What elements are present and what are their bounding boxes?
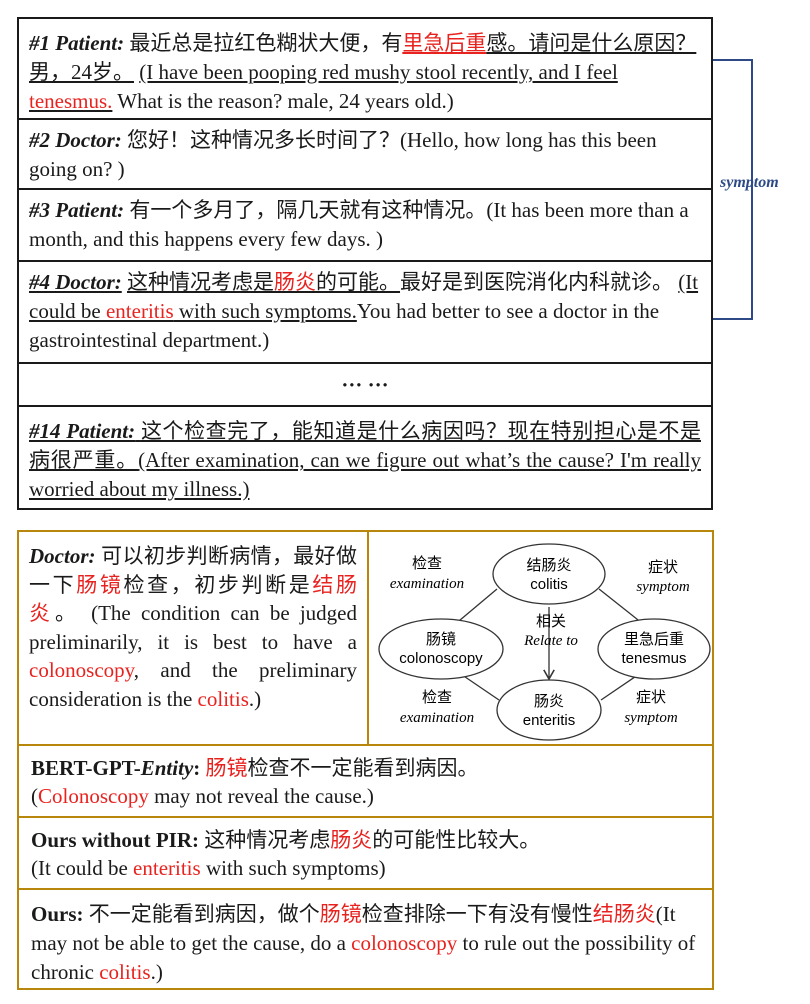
result-text-zh: 这种情况考虑 [204, 828, 331, 852]
svg-text:肠炎: 肠炎 [534, 693, 564, 710]
edge-label-exam-top: 检查 examination [390, 555, 464, 592]
turn-text-zh: 这种情况考虑是肠炎的可能。 [127, 270, 400, 294]
svg-text:检查: 检查 [422, 689, 452, 706]
entity-colitis-zh: 结肠炎 [29, 572, 358, 626]
edge-label-symptom-bottom: 症状 symptom [624, 689, 677, 726]
symptom-bracket-label: symptom [720, 174, 779, 191]
turn-text-zh: 这个检查完了，能知道是什么病因吗？现在特别担心是不是病很严重。 [29, 419, 701, 472]
entity-colitis-zh: 结肠炎 [592, 902, 656, 926]
turn-text-en: (It has been more than a month, and this… [29, 198, 689, 251]
node-enteritis: 肠炎 enteritis [496, 679, 602, 741]
svg-text:相关: 相关 [536, 613, 566, 630]
doctor-response-cell: Doctor: 可以初步判断病情，最好做一下肠镜检查，初步判断是结肠炎。 (Th… [19, 532, 369, 744]
edge-label-exam-bottom: 检查 examination [400, 689, 474, 726]
result-text-en-2: with such symptoms) [200, 856, 386, 880]
turn-text-zh: 最近总是拉红色糊状大便，有里急后重感。请问是什么原因？男，24岁。 [29, 31, 697, 84]
node-colonoscopy: 肠镜 colonoscopy [378, 618, 504, 680]
svg-text:结肠炎: 结肠炎 [526, 557, 571, 574]
result-text-zh-2: 的可能性比较大。 [372, 828, 541, 852]
dialogue-table: #1 Patient: 最近总是拉红色糊状大便，有里急后重感。请问是什么原因？男… [17, 17, 713, 510]
entity-colonoscopy-en: colonoscopy [351, 931, 458, 955]
response-text-zh-3: 。 [54, 601, 81, 625]
dialogue-ellipsis: ··· ··· [19, 364, 711, 407]
response-table: Doctor: 可以初步判断病情，最好做一下肠镜检查，初步判断是结肠炎。 (Th… [17, 530, 714, 990]
turn-text-zh: 您好！这种情况多长时间了？ [127, 128, 400, 152]
result-text-zh: 不一定能看到病因，做个 [88, 902, 320, 926]
svg-text:colitis: colitis [530, 576, 568, 593]
result-text-en-2: may not reveal the cause.) [148, 784, 374, 808]
edge-label-symptom-top: 症状 symptom [636, 559, 689, 595]
turn-text-en: (It could be enteritis with such symptom… [29, 270, 699, 323]
result-row-ours-without-pir: Ours without PIR: 这种情况考虑肠炎的可能性比较大。 (It c… [19, 816, 712, 888]
turn-text-zh: 有一个多月了，隔几天就有这种情况。 [129, 198, 487, 222]
edge-label-relate: 相关 Relate to [523, 613, 578, 649]
dialogue-turn-1: #1 Patient: 最近总是拉红色糊状大便，有里急后重感。请问是什么原因？男… [19, 19, 711, 120]
speaker-label: #4 Doctor: [29, 270, 122, 294]
result-text-en: (It could be [31, 856, 134, 880]
svg-text:symptom: symptom [636, 579, 689, 595]
result-text-en: (It may not be able to get the cause, do… [31, 902, 676, 955]
entity-enteritis-zh: 肠炎 [274, 270, 316, 294]
svg-text:里急后重: 里急后重 [624, 631, 684, 648]
entity-colitis-en: colitis [197, 686, 249, 711]
knowledge-graph-cell: 结肠炎 colitis 肠镜 colonoscopy 里急后重 tenesmus… [369, 532, 712, 744]
response-text-en-3: .) [248, 686, 262, 711]
svg-text:colonoscopy: colonoscopy [399, 650, 483, 667]
svg-text:肠镜: 肠镜 [426, 630, 456, 648]
dialogue-turn-2: #2 Doctor: 您好！这种情况多长时间了？(Hello, how long… [19, 120, 711, 190]
entity-enteritis-en: enteritis [105, 299, 174, 323]
turn-text-en: (Hello, how long has this been going on?… [29, 128, 657, 181]
result-text-zh-2: 检查排除一下有没有慢性 [361, 902, 593, 926]
entity-enteritis-en: enteritis [133, 856, 201, 880]
result-text-en-3: .) [150, 960, 163, 984]
svg-text:enteritis: enteritis [523, 712, 576, 729]
result-text-zh: 检查不一定能看到病因。 [247, 756, 479, 780]
response-text-zh-2: 检查，初步判断是 [123, 572, 313, 597]
speaker-label: #2 Doctor: [29, 128, 122, 152]
entity-colonoscopy-en: Colonoscopy [38, 784, 149, 808]
svg-text:examination: examination [400, 710, 474, 726]
method-label: BERT-GPT-Entity: [31, 756, 201, 780]
svg-text:症状: 症状 [636, 689, 666, 706]
entity-colonoscopy-zh: 肠镜 [319, 902, 362, 926]
entity-colonoscopy-zh: 肠镜 [205, 756, 248, 780]
svg-text:症状: 症状 [648, 559, 678, 576]
result-row-bert-gpt-entity: BERT-GPT-Entity: 肠镜检查不一定能看到病因。 (Colonosc… [19, 744, 712, 816]
svg-text:tenesmus: tenesmus [621, 650, 686, 667]
response-text-en: (The condition can be judged preliminari… [29, 601, 357, 654]
entity-enteritis-zh: 肠炎 [330, 828, 373, 852]
node-tenesmus: 里急后重 tenesmus [597, 618, 711, 680]
dialogue-turn-3: #3 Patient: 有一个多月了，隔几天就有这种情况。(It has bee… [19, 190, 711, 262]
symptom-bracket [713, 59, 753, 320]
turn-text-en: (After examination, can we figure out wh… [29, 448, 701, 501]
result-row-ours: Ours: 不一定能看到病因，做个肠镜检查排除一下有没有慢性结肠炎(It may… [19, 888, 712, 988]
speaker-label: #3 Patient: [29, 198, 125, 222]
svg-text:检查: 检查 [412, 555, 442, 572]
speaker-label: #14 Patient: [29, 419, 136, 443]
knowledge-graph: 结肠炎 colitis 肠镜 colonoscopy 里急后重 tenesmus… [378, 543, 711, 741]
turn-text-zh-tail: 最好是到医院消化内科就诊。 [400, 270, 673, 294]
turn-text-en-tail: What is the reason? male, 24 years old.) [112, 89, 454, 113]
dialogue-turn-4: #4 Doctor: 这种情况考虑是肠炎的可能。最好是到医院消化内科就诊。 (I… [19, 262, 711, 364]
result-text-en-2: to rule out the possibility of chronic [31, 931, 696, 984]
svg-text:symptom: symptom [624, 710, 677, 726]
entity-colitis-en: colitis [99, 960, 151, 984]
turn-text-en: (I have been pooping red mushy stool rec… [29, 60, 618, 113]
entity-tenesmus-zh: 里急后重 [402, 31, 487, 55]
response-text-zh: 可以初步判断病情，最好做一下 [29, 544, 358, 597]
entity-colonoscopy-zh: 肠镜 [76, 572, 124, 597]
method-label: Ours: [31, 902, 84, 926]
svg-text:Relate to: Relate to [523, 633, 578, 649]
speaker-label: #1 Patient: [29, 31, 125, 55]
method-label: Ours without PIR: [31, 828, 200, 852]
entity-colonoscopy-en: colonoscopy [29, 658, 134, 682]
node-colitis: 结肠炎 colitis [492, 543, 606, 605]
dialogue-turn-14: #14 Patient: 这个检查完了，能知道是什么病因吗？现在特别担心是不是病… [19, 407, 711, 508]
response-text-en-2: , and the preliminary consideration is t… [29, 658, 357, 711]
turn-text-en-tail: You had better to see a doctor in the ga… [29, 299, 660, 352]
result-text-en: ( [31, 784, 38, 808]
speaker-label: Doctor: [29, 544, 96, 568]
svg-text:examination: examination [390, 576, 464, 592]
entity-tenesmus-en: tenesmus. [29, 89, 113, 113]
